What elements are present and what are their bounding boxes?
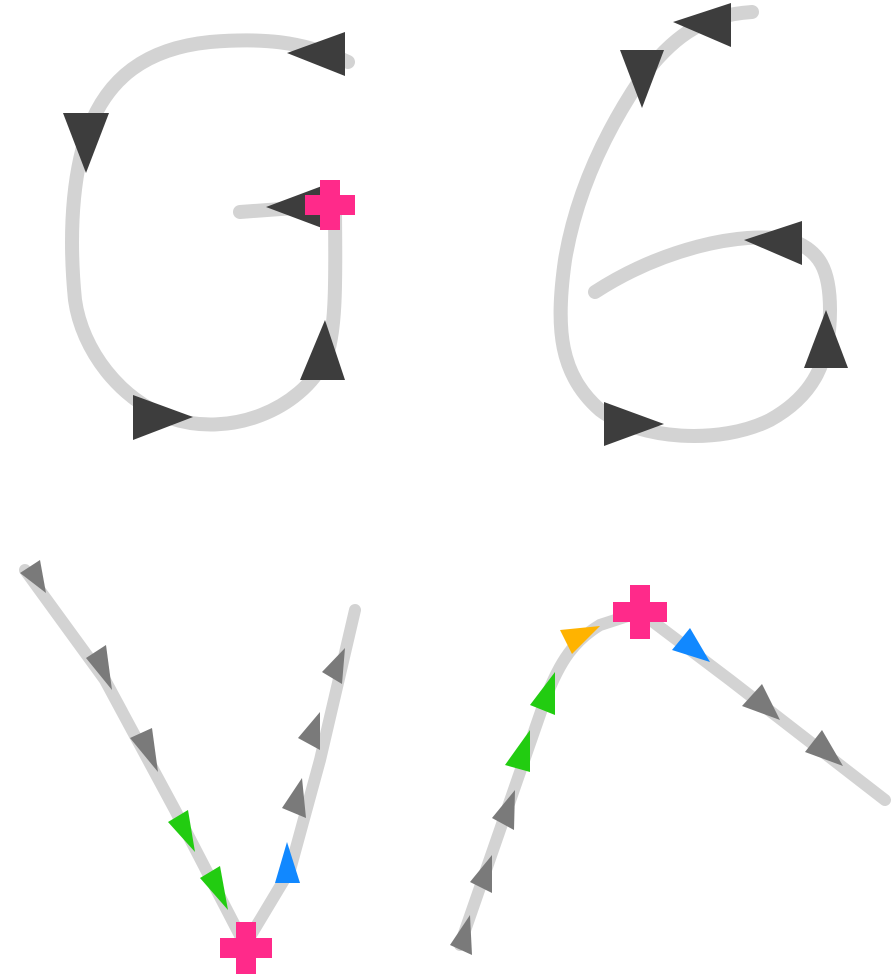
arrow-stroke-v-5 xyxy=(200,866,228,910)
start-marker-stroke-v xyxy=(220,922,272,974)
stroke-caret xyxy=(450,585,891,955)
stroke-v-path xyxy=(19,564,361,951)
arrow-stroke-caret-4 xyxy=(505,730,530,772)
glyph-6-stroke xyxy=(553,5,837,444)
arrow-stroke-caret-2 xyxy=(470,855,492,893)
start-marker-stroke-caret xyxy=(613,585,667,639)
arrow-glyph-6-5 xyxy=(744,221,802,265)
arrow-glyph-g-3 xyxy=(133,395,193,440)
arrow-stroke-v-6 xyxy=(275,842,300,883)
arrow-stroke-caret-9 xyxy=(805,730,843,766)
arrow-glyph-6-1 xyxy=(673,3,731,47)
stroke-v xyxy=(19,560,361,974)
stroke-caret-path xyxy=(454,606,891,951)
arrow-stroke-v-4 xyxy=(168,810,195,852)
arrow-glyph-g-2 xyxy=(63,113,109,173)
glyph-6 xyxy=(553,3,848,446)
arrow-glyph-6-2 xyxy=(620,50,664,108)
arrow-stroke-v-8 xyxy=(298,712,320,750)
arrow-stroke-caret-6 xyxy=(560,626,600,654)
arrow-stroke-v-9 xyxy=(322,648,345,684)
arrow-glyph-g-1 xyxy=(287,32,345,76)
arrow-stroke-caret-3 xyxy=(492,790,515,830)
arrow-glyph-6-4 xyxy=(804,310,848,368)
arrow-stroke-v-1 xyxy=(20,560,46,593)
arrow-stroke-caret-8 xyxy=(742,684,780,720)
arrow-glyph-g-4 xyxy=(300,320,345,380)
start-marker-glyph-g xyxy=(305,180,355,230)
arrow-stroke-caret-5 xyxy=(530,672,555,715)
glyph-g xyxy=(63,32,355,440)
arrow-stroke-v-2 xyxy=(86,645,112,690)
arrow-stroke-caret-7 xyxy=(672,628,710,662)
arrow-stroke-caret-1 xyxy=(450,915,472,955)
arrow-stroke-v-3 xyxy=(130,728,158,772)
arrow-glyph-6-3 xyxy=(604,402,664,446)
arrow-stroke-v-7 xyxy=(282,778,306,818)
